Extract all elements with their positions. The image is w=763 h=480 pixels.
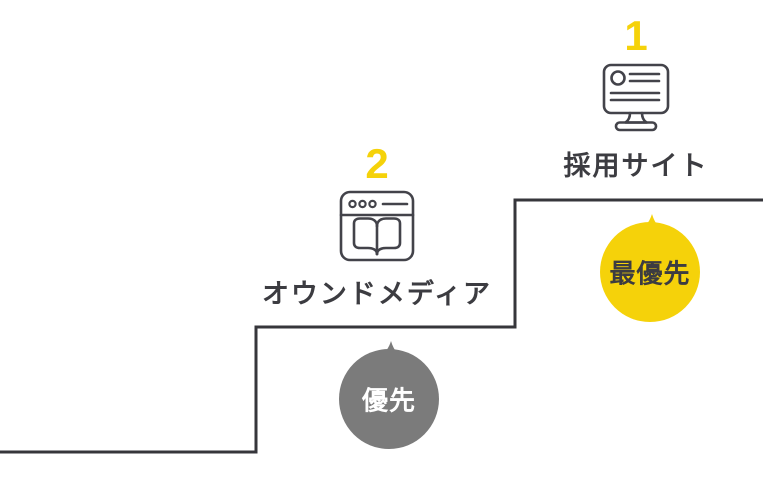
step-recruit-site: 1 採用サイト <box>536 12 736 183</box>
step-owned-media: 2 オウンドメディア <box>257 140 497 311</box>
rank-number: 1 <box>624 12 648 59</box>
top-priority-badge: 最優先 <box>598 212 702 324</box>
badge-label: 優先 <box>361 385 416 416</box>
rank-number: 2 <box>365 140 389 187</box>
step-label: 採用サイト <box>563 151 709 182</box>
teardrop-badge-shape <box>600 214 700 322</box>
priority-badge: 優先 <box>337 339 441 451</box>
step-label: オウンドメディア <box>261 279 493 310</box>
teardrop-badge-shape <box>339 341 439 449</box>
monitor-icon <box>602 63 670 132</box>
badge-label: 最優先 <box>609 258 691 289</box>
browser-book-icon <box>339 190 415 262</box>
